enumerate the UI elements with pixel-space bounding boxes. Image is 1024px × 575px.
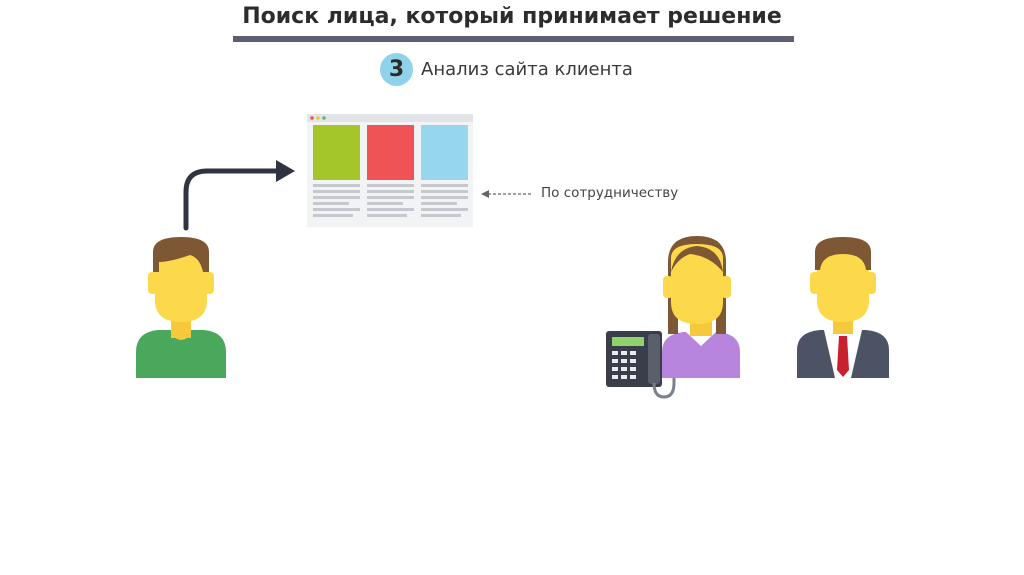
website-mockup-icon [307, 114, 473, 227]
title-underline [233, 36, 794, 42]
page-title: Поиск лица, который принимает решение [242, 4, 782, 29]
man-green-shirt-icon [136, 237, 226, 378]
step-number-badge: 3 [380, 52, 413, 86]
woman-with-phone-icon [662, 236, 740, 378]
website-block-red [367, 125, 414, 180]
man-in-suit-icon [797, 237, 889, 378]
annotation-pointer-icon [481, 190, 531, 198]
desk-phone-icon [606, 331, 676, 399]
arrow-right-icon [183, 160, 295, 231]
annotation-label: По сотрудничеству [541, 185, 679, 201]
step-label: Анализ сайта клиента [421, 58, 633, 80]
step-heading: 3 Анализ сайта клиента [380, 52, 633, 86]
website-block-green [313, 125, 360, 180]
website-block-blue [421, 125, 468, 180]
